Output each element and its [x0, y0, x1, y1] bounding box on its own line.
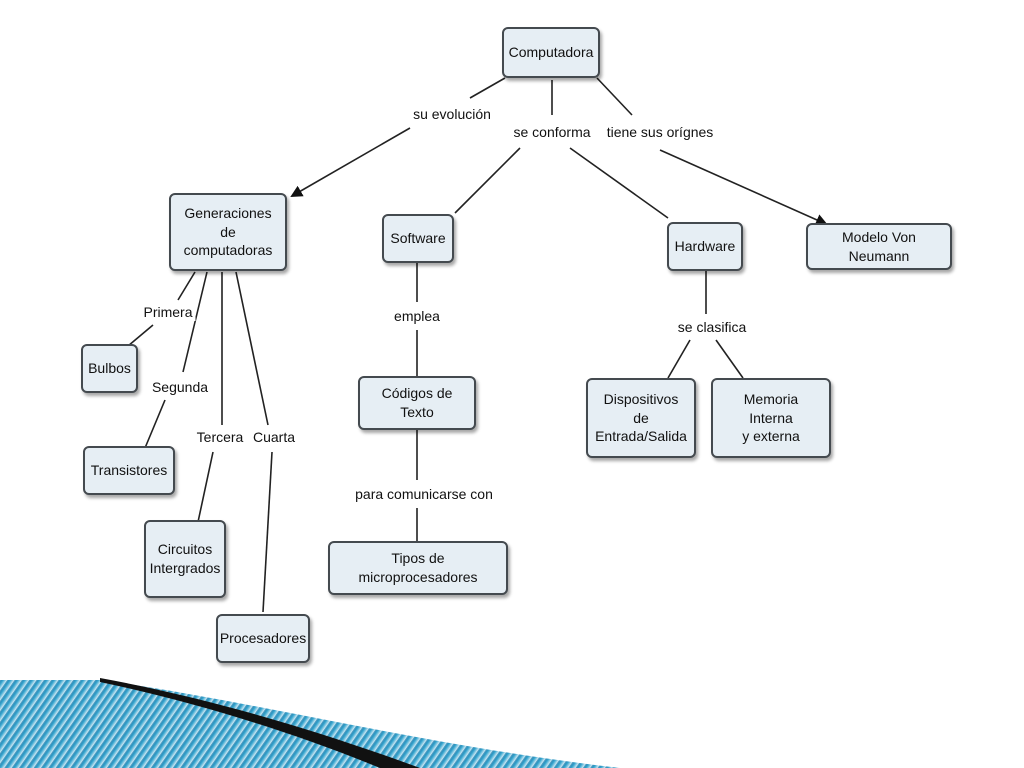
link-label-su-evolucion: su evolución [410, 105, 494, 123]
edge-generaciones-segunda [182, 271, 208, 373]
edge-computadora-tiene-origenes [596, 77, 633, 116]
edge-cuarta-procesadores [262, 451, 273, 613]
edge-se-conforma-hardware [569, 147, 669, 219]
node-software: Software [382, 214, 454, 263]
link-label-tercera: Tercera [193, 428, 247, 446]
link-label-se-conforma: se conforma [510, 123, 594, 141]
link-label-segunda: Segunda [148, 378, 212, 396]
footer-blue-band [0, 680, 620, 768]
edge-primera-bulbos [127, 324, 154, 347]
link-label-emplea: emplea [391, 307, 443, 325]
node-procesadores: Procesadores [216, 614, 310, 663]
node-generaciones-computadoras: Generaciones de computadoras [169, 193, 287, 271]
node-memoria-interna-externa: Memoria Interna y externa [711, 378, 831, 458]
link-label-primera: Primera [140, 303, 196, 321]
node-codigos-de-texto: Códigos de Texto [358, 376, 476, 430]
edge-se-clasifica-memoria [715, 339, 744, 379]
edge-generaciones-primera [177, 271, 196, 301]
node-computadora: Computadora [502, 27, 600, 78]
node-hardware: Hardware [667, 222, 743, 271]
node-modelo-von-neumann: Modelo Von Neumann [806, 223, 952, 270]
edge-se-clasifica-dispositivos [667, 339, 691, 379]
edge-generaciones-cuarta [235, 271, 269, 426]
edge-tercera-circuitos [197, 451, 214, 523]
node-circuitos-intergrados: Circuitos Intergrados [144, 520, 226, 598]
edge-su-evolucion-generaciones [290, 127, 411, 197]
edge-se-conforma-software [454, 147, 521, 214]
edge-tiene-origenes-von-neumann [659, 149, 828, 226]
node-transistores: Transistores [83, 446, 175, 495]
node-tipos-de-microprocesadores: Tipos de microprocesadores [328, 541, 508, 595]
node-bulbos: Bulbos [81, 344, 138, 393]
edge-computadora-su-evolucion [469, 77, 506, 99]
link-label-para-comunicarse: para comunicarse con [352, 485, 496, 503]
footer-dark-stroke [100, 678, 420, 768]
link-label-tiene-origenes: tiene sus orígnes [603, 123, 717, 141]
node-dispositivos-entrada-salida: Dispositivos de Entrada/Salida [586, 378, 696, 458]
link-label-se-clasifica: se clasifica [674, 318, 750, 336]
link-label-cuarta: Cuarta [249, 428, 299, 446]
edge-segunda-transistores [144, 399, 166, 449]
